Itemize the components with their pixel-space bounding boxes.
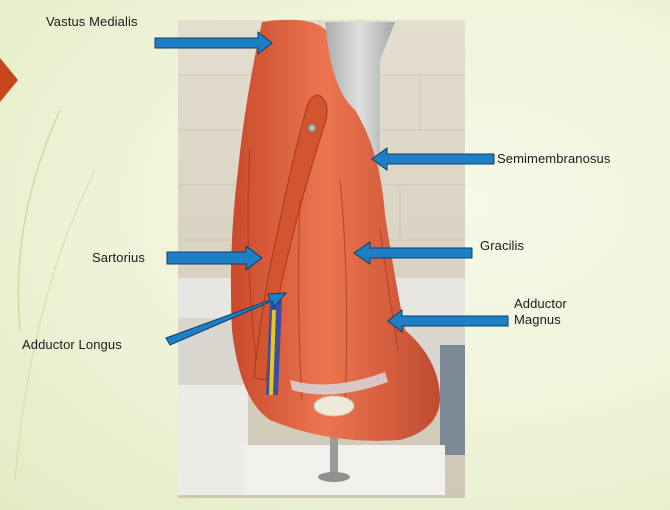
label-semimembranosus: Semimembranosus [497, 151, 611, 166]
thigh-muscles [230, 19, 440, 441]
stand-foot [318, 472, 350, 482]
chair [440, 345, 465, 455]
semimembranosus-arrow-icon [371, 147, 495, 171]
label-sartorius: Sartorius [92, 250, 145, 265]
adductor-longus-arrow-icon [165, 292, 288, 346]
decorative-curve [14, 169, 96, 481]
adductor-magnus-arrow-icon [387, 308, 509, 334]
nerve [269, 310, 276, 395]
label-vastus-medialis: Vastus Medialis [46, 14, 138, 29]
stand-base [245, 445, 445, 495]
knee-tendon [290, 372, 388, 395]
title-accent-arrow-icon [0, 58, 18, 102]
decorative-curve [17, 109, 61, 331]
knee-cap [313, 395, 355, 417]
papers [178, 385, 248, 495]
sartorius-arrow-icon [166, 245, 263, 271]
label-adductor-longus: Adductor Longus [22, 337, 122, 352]
model-pin [307, 123, 317, 133]
label-adductor-magnus: Adductor Magnus [514, 296, 567, 327]
label-gracilis: Gracilis [480, 238, 525, 253]
vastus-medialis-arrow-icon [154, 30, 273, 56]
gracilis-arrow-icon [353, 241, 473, 265]
label-arrows [154, 30, 509, 346]
